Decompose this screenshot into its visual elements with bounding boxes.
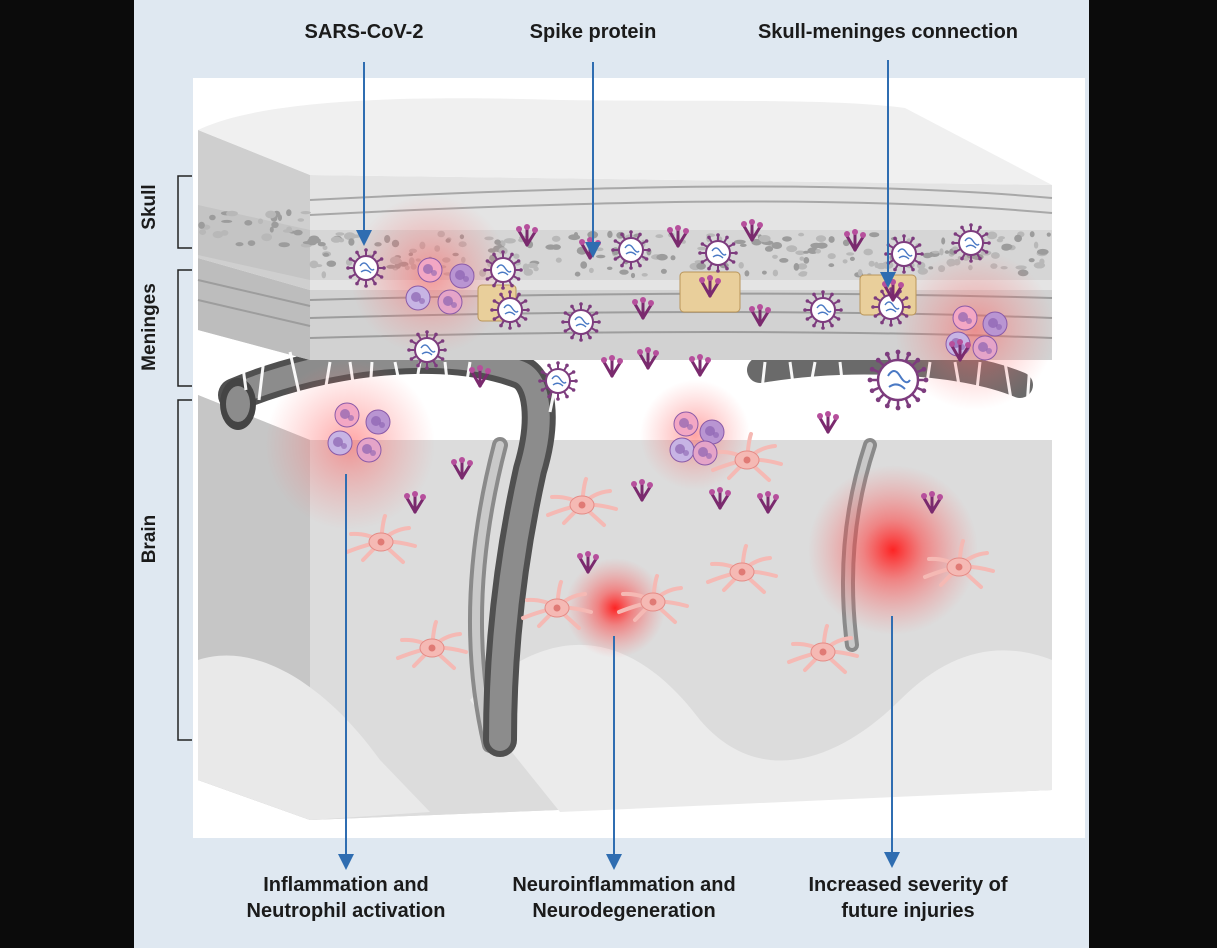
immune-cell xyxy=(365,409,391,435)
virus-particle xyxy=(561,302,601,342)
spike-protein xyxy=(817,411,839,434)
glial-cell xyxy=(521,580,593,630)
spike-protein xyxy=(949,339,971,362)
spike-protein xyxy=(631,479,653,502)
virus-particles xyxy=(346,223,991,411)
spike-protein xyxy=(637,347,659,370)
immune-cell xyxy=(405,285,431,311)
immune-cell xyxy=(673,411,699,437)
virus-particle xyxy=(611,230,651,270)
virus-particle xyxy=(871,287,911,327)
label-skull: Skull xyxy=(139,184,160,230)
annotation-arrows xyxy=(338,60,900,870)
spike-protein xyxy=(689,354,711,377)
virus-particle xyxy=(490,290,530,330)
spike-protein xyxy=(469,365,491,388)
immune-cell xyxy=(417,257,443,283)
glial-cell xyxy=(345,514,417,564)
virus-particle-large xyxy=(867,349,929,411)
label-brain: Brain xyxy=(139,514,160,564)
immune-cell xyxy=(699,419,725,445)
glial-cell xyxy=(546,477,618,527)
spike-protein xyxy=(632,297,654,320)
spike-protein xyxy=(577,551,599,574)
immune-cell xyxy=(972,335,998,361)
side-brackets xyxy=(177,175,192,741)
label-neuroinflammation: Neuroinflammation and Neurodegeneration xyxy=(474,872,774,924)
spike-protein xyxy=(741,219,763,242)
label-sars-cov-2: SARS-CoV-2 xyxy=(304,21,424,43)
immune-cell xyxy=(449,263,475,289)
label-meninges: Meninges xyxy=(139,283,160,371)
virus-particle xyxy=(951,223,991,263)
label-inflammation-line1: Inflammation and xyxy=(263,874,429,896)
spike-protein xyxy=(749,304,771,327)
immune-cell xyxy=(669,437,695,463)
virus-particle xyxy=(884,234,924,274)
immune-cell xyxy=(327,430,353,456)
label-neuro-line2: Neurodegeneration xyxy=(532,900,716,922)
label-severity-line1: Increased severity of xyxy=(808,874,1008,896)
label-inflammation-line2: Neutrophil activation xyxy=(246,900,446,922)
spike-protein xyxy=(921,491,943,514)
virus-particle xyxy=(483,250,523,290)
virus-particle xyxy=(346,248,386,288)
spike-protein xyxy=(699,275,721,298)
label-severity: Increased severity of future injuries xyxy=(758,872,1058,924)
immune-cell xyxy=(692,440,718,466)
immune-cell xyxy=(437,289,463,315)
spike-protein xyxy=(404,491,426,514)
glial-cell xyxy=(396,620,468,670)
spike-protein xyxy=(844,229,866,252)
immune-cell xyxy=(334,402,360,428)
glial-cell xyxy=(706,544,778,594)
immune-cell xyxy=(982,311,1008,337)
glial-cell xyxy=(923,539,995,589)
virus-particle xyxy=(803,290,843,330)
label-severity-line2: future injuries xyxy=(841,900,975,922)
immune-cell xyxy=(952,305,978,331)
glial-cell xyxy=(617,574,689,624)
immune-cells xyxy=(327,257,1008,466)
neurons xyxy=(345,432,995,674)
spike-protein xyxy=(709,487,731,510)
spike-protein xyxy=(601,355,623,378)
spike-protein xyxy=(667,225,689,248)
virus-particle xyxy=(407,330,447,370)
immune-cell xyxy=(356,437,382,463)
glial-cell xyxy=(711,432,783,482)
label-spike-protein: Spike protein xyxy=(529,21,657,43)
spike-protein xyxy=(757,491,779,514)
label-inflammation: Inflammation and Neutrophil activation xyxy=(196,872,496,924)
virus-particle xyxy=(698,233,738,273)
label-skull-meninges-connection: Skull-meninges connection xyxy=(757,21,1019,43)
glial-cell xyxy=(787,624,859,674)
label-neuro-line1: Neuroinflammation and xyxy=(512,874,736,896)
spike-protein xyxy=(516,224,538,247)
virus-particle xyxy=(538,361,578,401)
spike-protein xyxy=(451,457,473,480)
